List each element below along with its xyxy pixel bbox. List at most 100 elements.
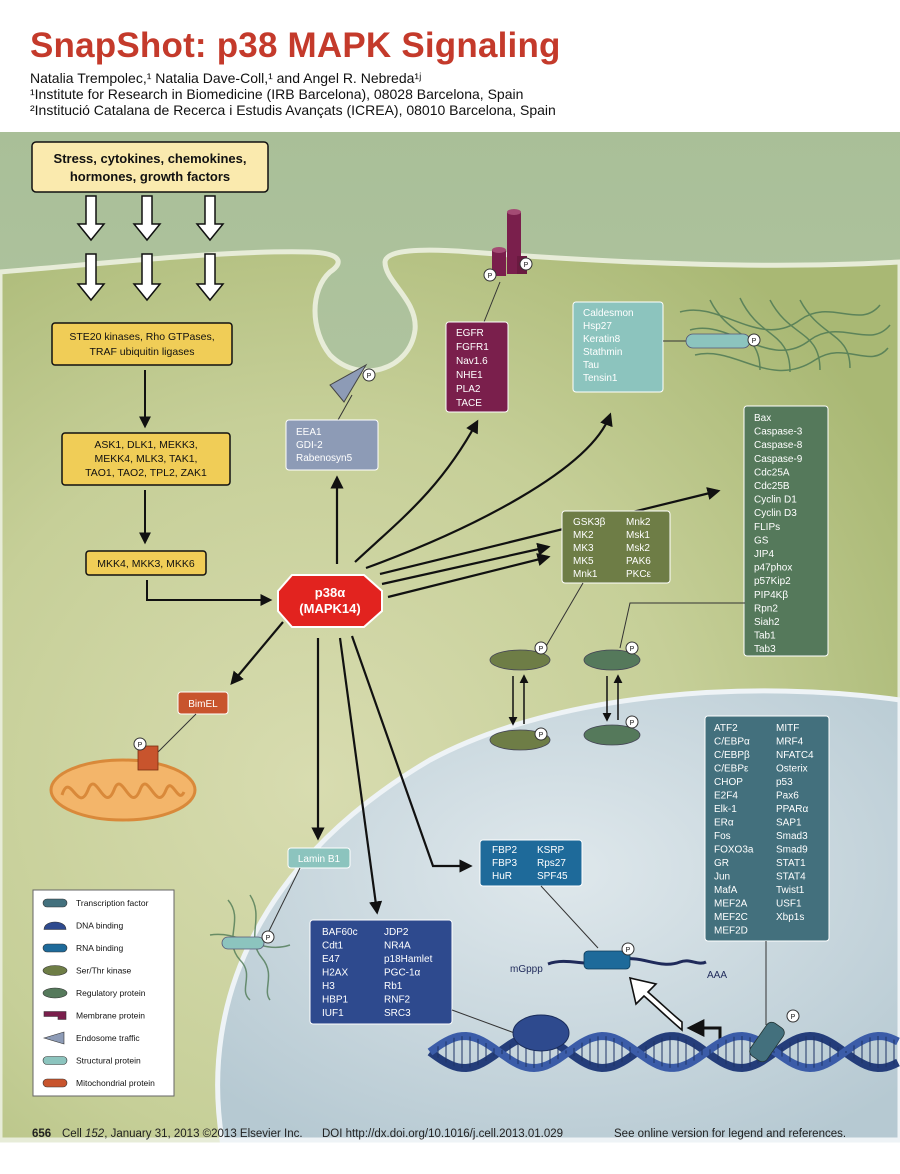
legend-label: Membrane protein [76,1011,145,1021]
tf-item: C/EBPβ [714,750,750,761]
kinase-icon [42,965,68,976]
stimulus-arrows [76,195,225,302]
regulatory-item: Rpn2 [754,603,778,614]
mrna-cap: mGppp [510,964,543,975]
svg-text:PLA2: PLA2 [456,384,481,395]
svg-text:FBP3: FBP3 [492,858,517,869]
tf-item: GR [714,858,729,869]
tf-item: Xbp1s [776,912,804,923]
mrna-strand [547,957,707,966]
legend-label: Regulatory protein [76,988,146,998]
ste20-line1: STE20 kinases, Rho GTPases, [69,331,214,343]
tf-item: MEF2D [714,926,748,937]
tf-item: Osterix [776,764,808,775]
svg-text:P: P [488,273,493,280]
dna-binding-item: NR4A [384,941,411,952]
svg-text:GDI-2: GDI-2 [296,440,323,451]
svg-text:Hsp27: Hsp27 [583,321,612,332]
regulatory-item: JIP4 [754,549,774,560]
tf-item: MEF2A [714,899,748,910]
translation-arrow [628,976,683,1032]
tf-item: ERα [714,818,734,829]
stimulus-line1: Stress, cytokines, chemokines, [54,151,247,166]
tf-item: Elk-1 [714,804,737,815]
dna-binding-item: H2AX [322,968,348,979]
citation: Cell 152, January 31, 2013 ©2013 Elsevie… [62,1128,303,1140]
regulatory-item: Cyclin D1 [754,495,797,506]
dna-binding-list: BAF60cCdt1E47H2AXH3HBP1IUF1JDP2NR4Ap18Ha… [322,927,433,1019]
svg-text:FGFR1: FGFR1 [456,342,489,353]
svg-text:MK3: MK3 [573,543,594,554]
svg-text:Tau: Tau [583,360,599,371]
dna-binding-icon [43,921,67,930]
tf-item: Twist1 [776,885,805,896]
structural-box [572,301,664,393]
regulatory-item: GS [754,535,769,546]
dna-binding-item: H3 [322,981,335,992]
svg-text:P: P [630,720,635,727]
doi[interactable]: DOI http://dx.doi.org/10.1016/j.cell.201… [322,1128,564,1140]
rna-binding-icon [42,943,68,953]
lamin-label: Lamin B1 [298,854,341,865]
affiliation-1: ¹Institute for Research in Biomedicine (… [30,86,524,102]
svg-text:PKCε: PKCε [626,569,652,580]
tf-item: C/EBPα [714,737,750,748]
dna-binding-item: p18Hamlet [384,954,433,965]
svg-text:MK2: MK2 [573,530,594,541]
regulatory-item: Caspase-3 [754,427,803,438]
regulatory-item: Caspase-8 [754,440,803,451]
tf-item: E2F4 [714,791,738,802]
regulatory-item: Siah2 [754,617,780,628]
rna-box [479,839,583,887]
svg-text:HuR: HuR [492,871,512,882]
svg-text:Rps27: Rps27 [537,858,566,869]
tf-item: Pax6 [776,791,799,802]
svg-text:P: P [752,338,757,345]
svg-text:Mnk1: Mnk1 [573,569,598,580]
tf-item: C/EBPε [714,764,749,775]
regulatory-item: Cdc25A [754,467,790,478]
svg-text:FBP2: FBP2 [492,845,517,856]
tf-item: Jun [714,872,730,883]
rna-binding-icon [583,950,631,970]
dna-binding-item: E47 [322,954,340,965]
tf-item: p53 [776,777,793,788]
cell-logo: Cell [686,23,818,114]
map3k-box [61,432,231,486]
tf-item: NFATC4 [776,750,814,761]
dna-binding-item: Cdt1 [322,941,344,952]
affiliation-2: ²Institució Catalana de Recerca i Estudi… [30,102,556,118]
tf-item: SAP1 [776,818,802,829]
transcription-factor-icon [42,898,68,908]
online-note: See online version for legend and refere… [614,1128,847,1140]
page-number: 656 [32,1128,52,1140]
dna-binding-item: SRC3 [384,1008,411,1019]
tf-box [704,715,830,942]
regulatory-item: FLIPs [754,522,780,533]
legend-label: Endosome traffic [76,1033,140,1043]
transcription-factor-icon [749,1021,785,1063]
svg-text:P: P [539,646,544,653]
mkk-box [85,550,207,576]
svg-text:GSK3β: GSK3β [573,517,606,528]
regulatory-item: Cdc25B [754,481,790,492]
map3k-line2: MEKK4, MLK3, TAK1, [95,453,198,465]
svg-text:TACE: TACE [456,398,482,409]
svg-text:Caldesmon: Caldesmon [583,308,634,319]
svg-text:Tensin1: Tensin1 [583,373,618,384]
svg-text:P: P [626,947,631,954]
svg-text:Nav1.6: Nav1.6 [456,356,488,367]
mitochondrial-protein-icon [137,745,159,771]
tf-item: ATF2 [714,723,738,734]
svg-text:SPF45: SPF45 [537,871,568,882]
tf-item: Smad9 [776,845,808,856]
tf-item: MRF4 [776,737,804,748]
mkk-label: MKK4, MKK3, MKK6 [97,558,195,570]
lamin-box [287,847,351,869]
bimel-box [177,691,229,715]
endosome-traffic-icon [329,363,368,403]
tf-item: CHOP [714,777,743,788]
dna-binding-item: PGC-1α [384,968,421,979]
